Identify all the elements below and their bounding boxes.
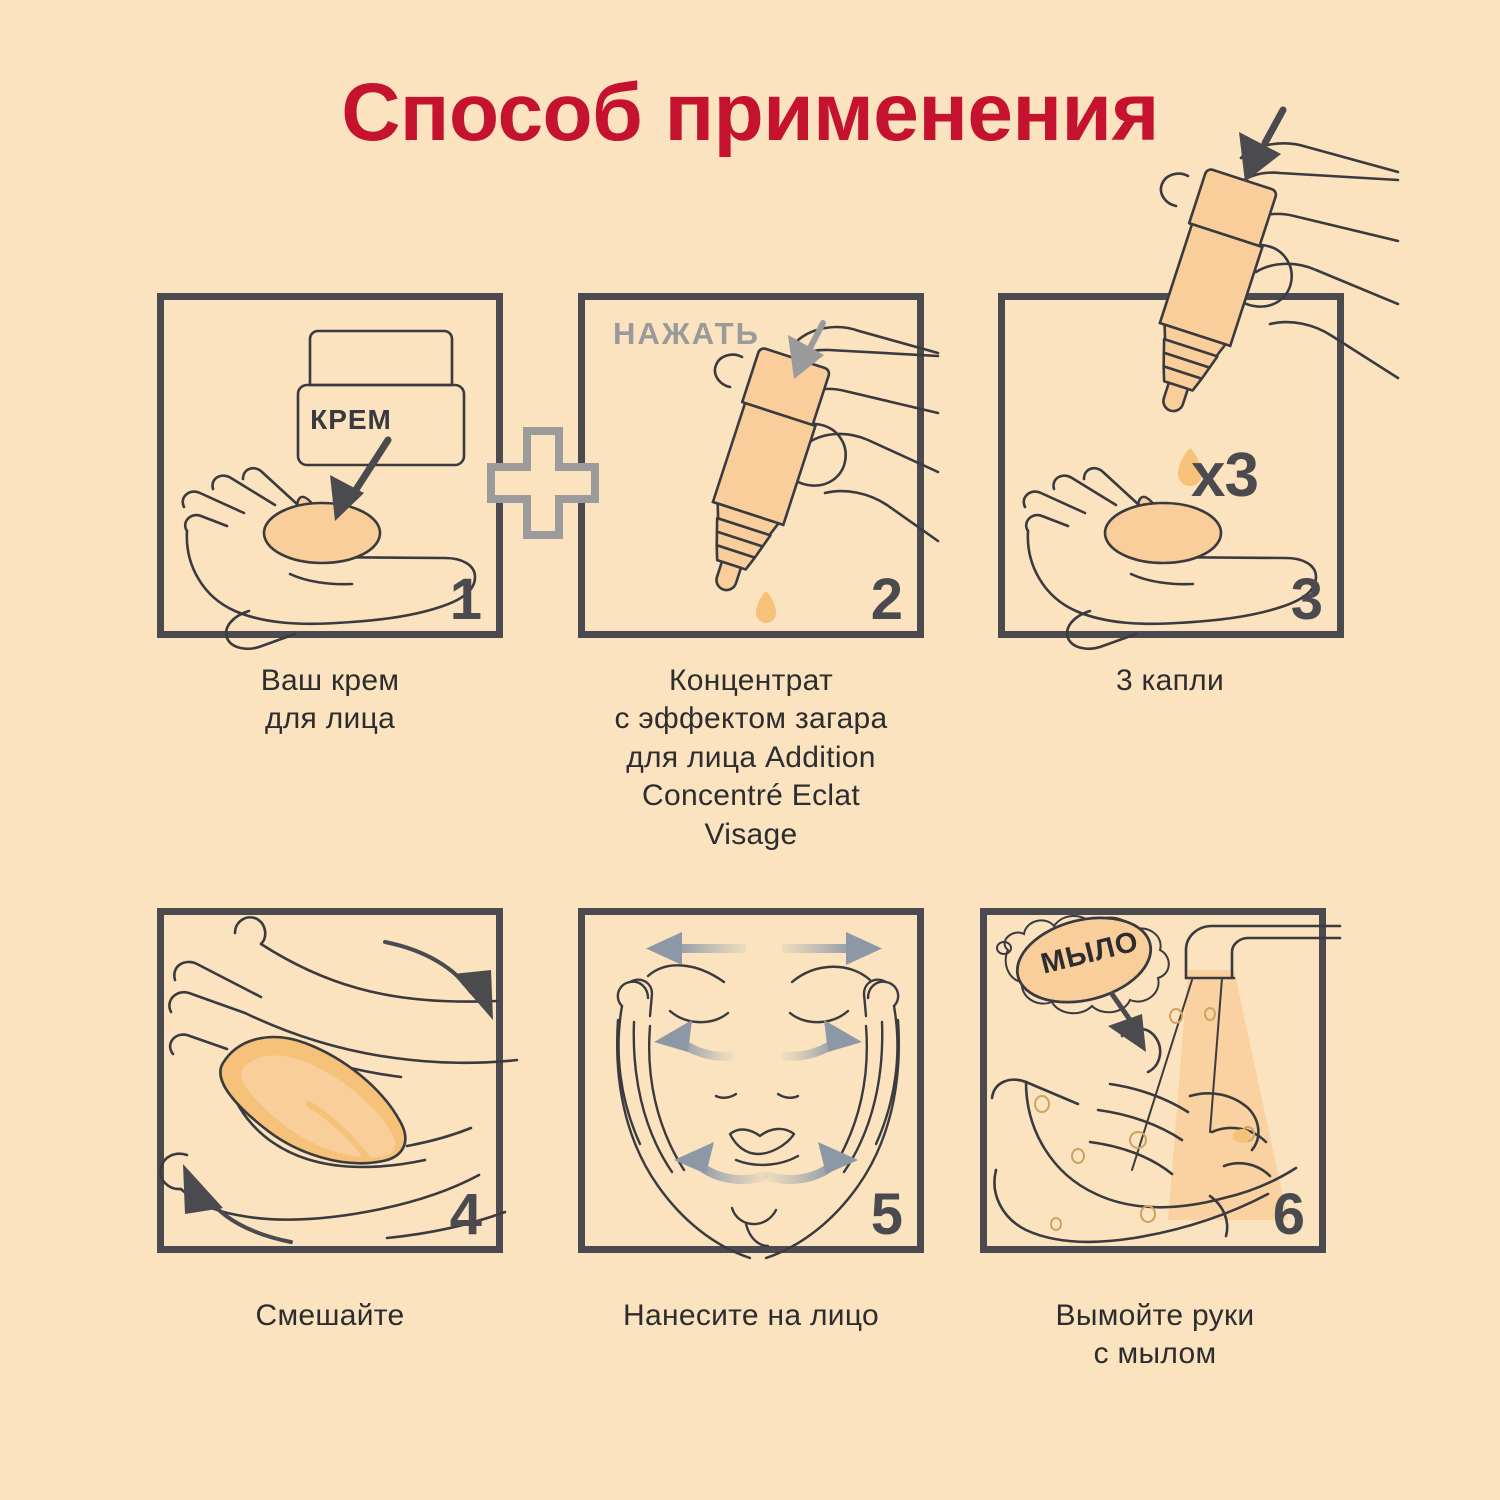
step-number-2: 2 <box>870 567 903 632</box>
down-arrow-icon <box>1108 991 1146 1052</box>
step-caption-1: Ваш крем для лица <box>260 664 400 736</box>
step-panel-2: НАЖАТЬ 2 <box>578 293 940 638</box>
step-panel-6: МЫЛО 6 <box>980 908 1342 1253</box>
bottle-dispensing-art <box>1158 106 1400 486</box>
step-number-6: 6 <box>1272 1182 1305 1247</box>
plus-icon <box>487 427 599 539</box>
times-three-label: x3 <box>1191 441 1259 510</box>
cream-smear <box>219 1035 407 1165</box>
direction-arrow-icon <box>781 1020 862 1061</box>
soap-label-text: МЫЛО <box>1037 925 1143 981</box>
step-caption-5: Нанесите на лицо <box>623 1299 879 1332</box>
step-number-5: 5 <box>870 1182 903 1247</box>
step-1-illustration: КРЕМ <box>164 300 496 650</box>
plus-sign <box>487 427 599 539</box>
step-5-illustration <box>585 915 917 1260</box>
step-panel-4: 4 <box>157 908 519 1253</box>
step-6-illustration: МЫЛО <box>987 915 1342 1246</box>
step-4-illustration <box>159 915 519 1246</box>
direction-arrow-icon <box>654 1020 735 1061</box>
step-caption-4: Смешайте <box>255 1299 405 1332</box>
step-panel-5: 5 <box>578 908 924 1260</box>
direction-arrow-icon <box>646 932 746 965</box>
press-label: НАЖАТЬ <box>613 316 760 351</box>
step-panel-3: x3 3 <box>998 106 1400 650</box>
step-number-1: 1 <box>449 567 482 632</box>
page-title: Способ применения <box>341 67 1159 158</box>
step-caption-6: Вымойте руки с мылом <box>1055 1299 1255 1371</box>
down-arrow-icon <box>330 436 392 521</box>
soap-label: МЫЛО <box>1013 919 1167 987</box>
press-arrow-icon <box>788 320 826 379</box>
cream-jar-label: КРЕМ <box>310 404 392 435</box>
direction-arrow-icon <box>782 932 882 965</box>
rotate-arrow-icon <box>183 1164 293 1244</box>
step-panel-1: КРЕМ 1 <box>157 293 503 650</box>
direction-arrow-icon <box>674 1142 769 1185</box>
direction-arrow-icon <box>763 1142 858 1185</box>
liquid-drop-icon <box>756 591 776 623</box>
step-caption-2: Концентрат с эффектом загара для лица Ad… <box>614 664 888 851</box>
rotate-arrow-icon <box>383 940 493 1020</box>
step-number-4: 4 <box>449 1182 482 1247</box>
step-3-illustration: x3 <box>1005 106 1400 650</box>
step-caption-3: 3 капли <box>1115 664 1225 697</box>
step-number-3: 3 <box>1290 567 1323 632</box>
step-2-illustration: НАЖАТЬ <box>585 300 940 631</box>
